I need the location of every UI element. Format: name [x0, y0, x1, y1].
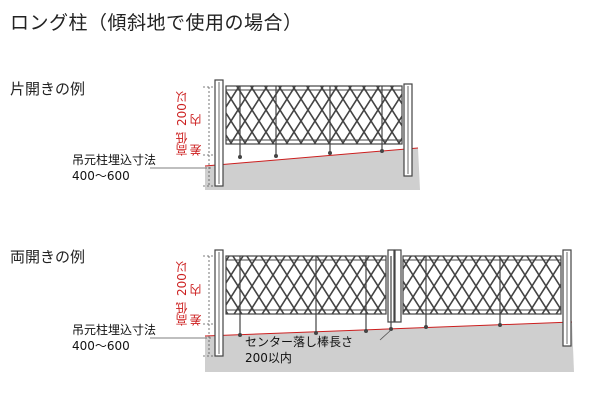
- double-gate-label: 両開きの例: [10, 248, 86, 266]
- double-gate-example: [150, 249, 574, 372]
- gate-lattice: [225, 85, 403, 145]
- slope-line: [204, 321, 573, 337]
- page-title: ロング柱（傾斜地で使用の場合）: [10, 12, 303, 34]
- burial-depth-note-single: 吊元柱埋込寸法 400〜600: [72, 153, 157, 183]
- single-gate-example: [150, 79, 420, 190]
- single-gate-label: 片開きの例: [10, 80, 86, 98]
- burial-depth-note-double: 吊元柱埋込寸法 400〜600: [72, 323, 157, 353]
- left-gate-lattice: [225, 255, 387, 315]
- center-rod-note: センター落し棒長さ 200以内: [245, 335, 354, 365]
- right-gate-lattice: [402, 255, 562, 315]
- sloped-ground: [205, 322, 574, 372]
- sloped-ground: [205, 148, 420, 190]
